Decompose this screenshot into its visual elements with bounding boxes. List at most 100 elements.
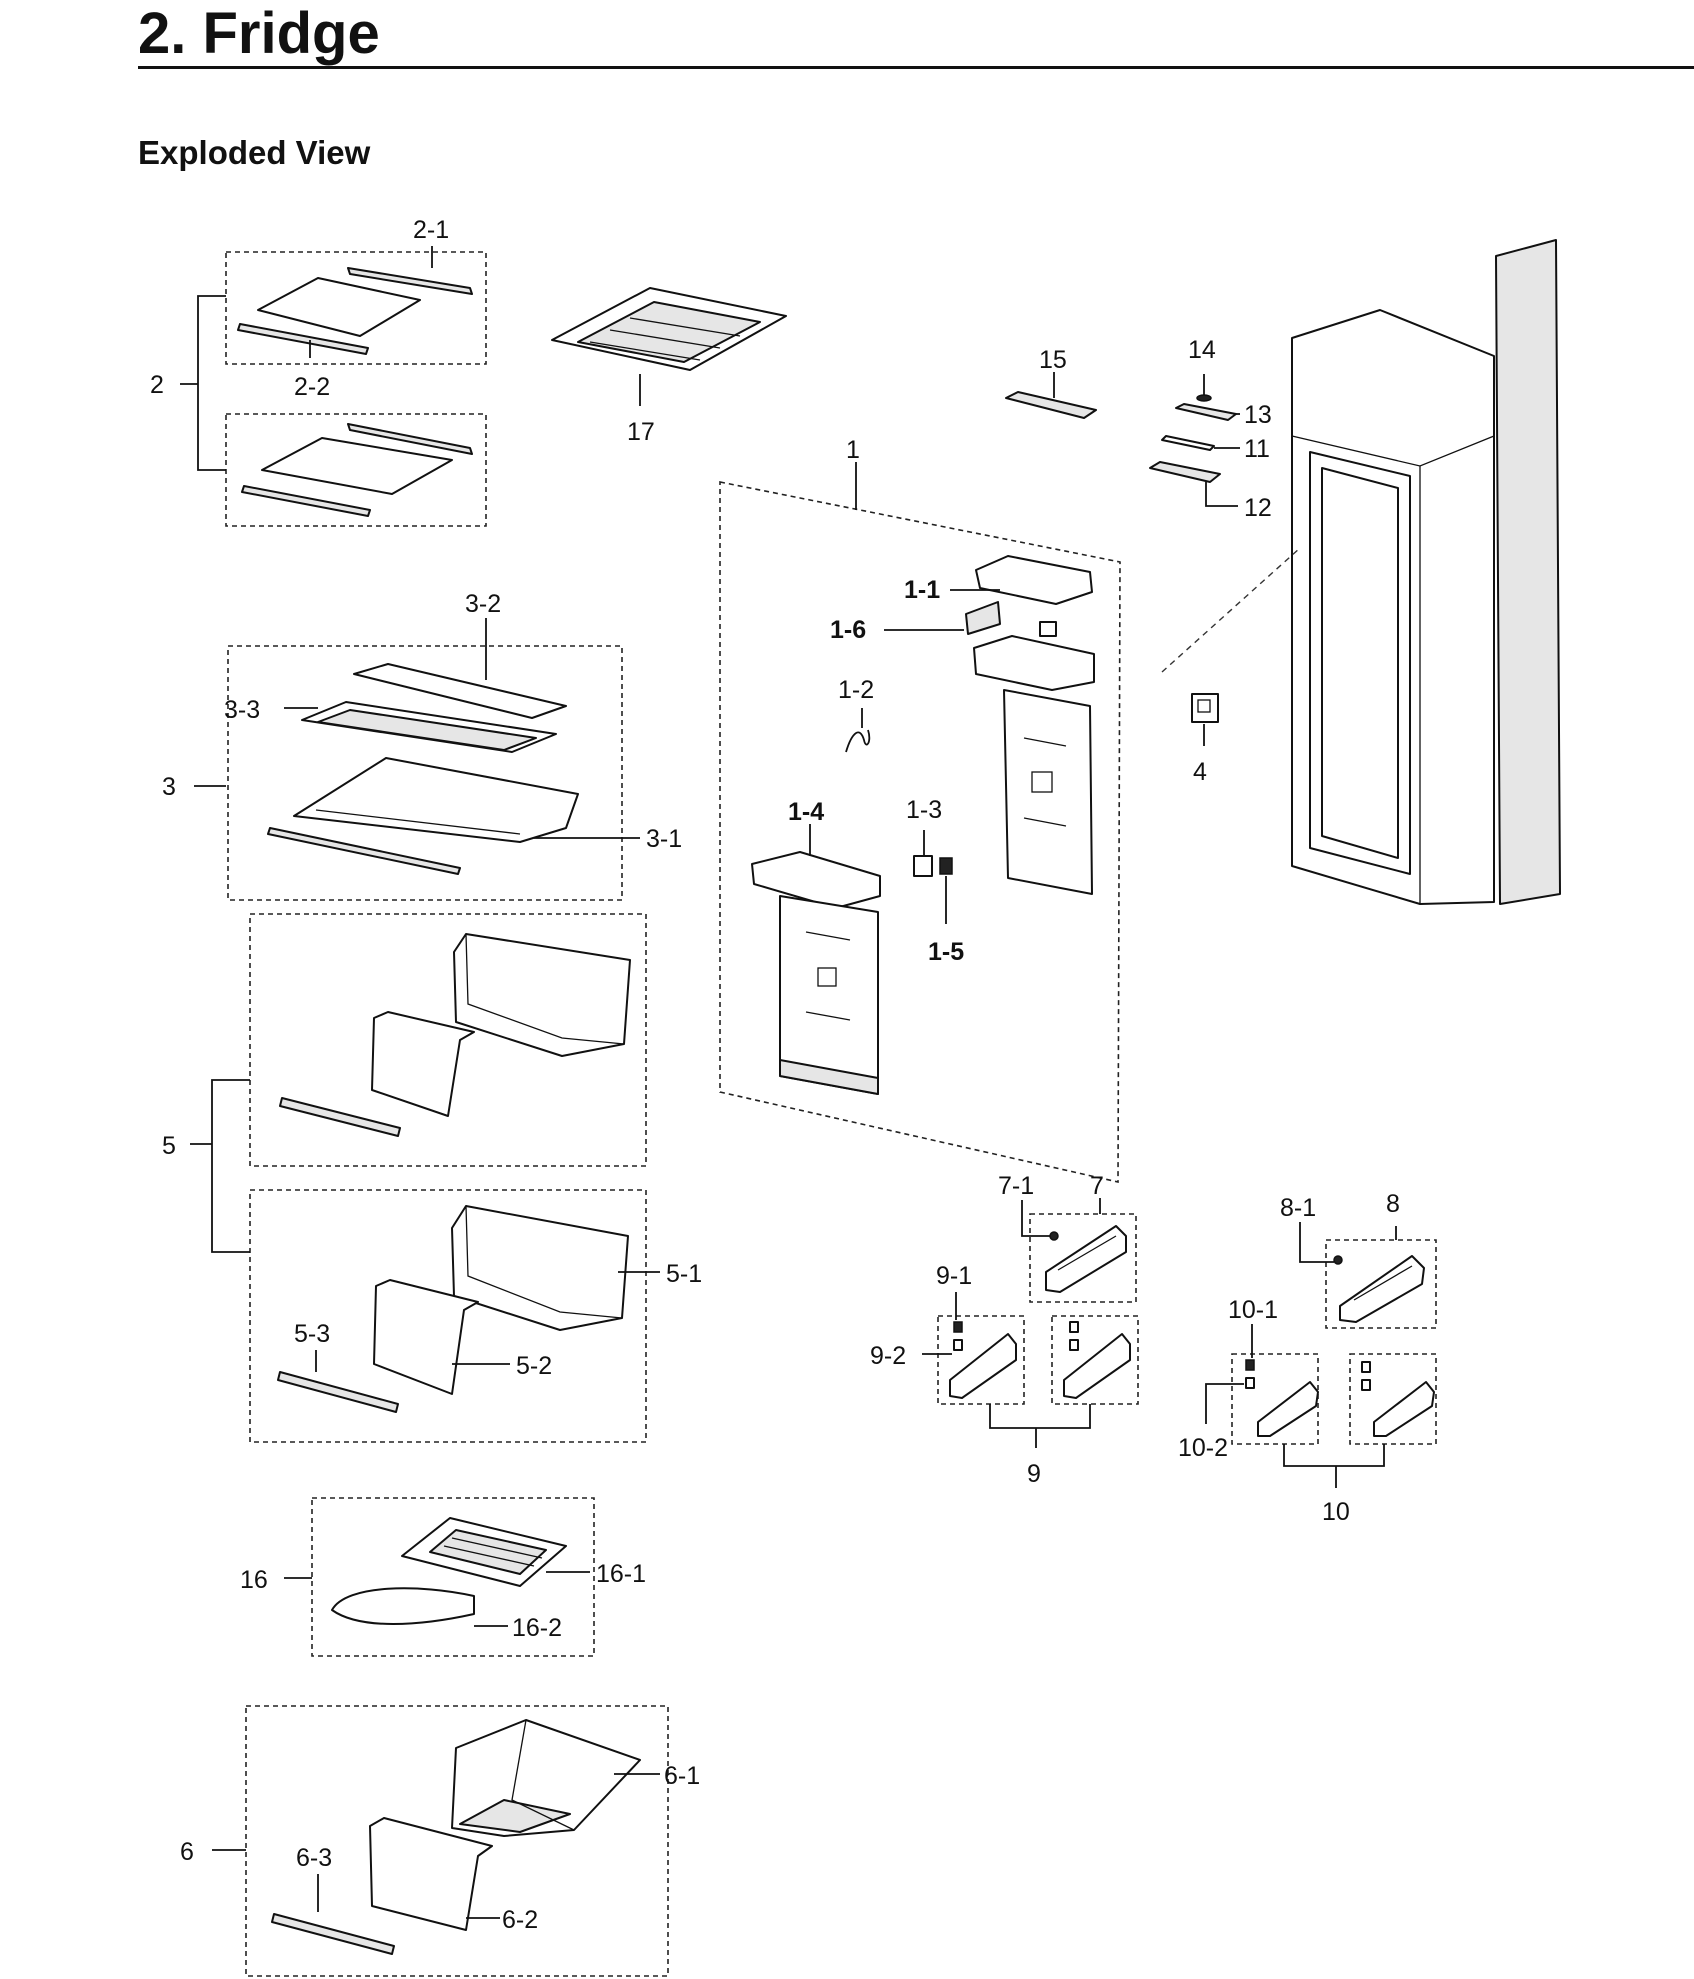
label-16-2: 16-2 [512, 1614, 562, 1642]
part-7-1 [1049, 1231, 1059, 1241]
dispenser-housing [973, 635, 1095, 691]
part-1-1-clip [1039, 621, 1057, 637]
label-8-1: 8-1 [1280, 1194, 1316, 1222]
guard-9-box-right [1051, 1315, 1139, 1405]
glass-shelf-lower [261, 437, 453, 495]
label-5-3: 5-3 [294, 1320, 330, 1348]
label-6-2: 6-2 [502, 1906, 538, 1934]
part-1-6 [965, 601, 1001, 635]
guard-10-left [1257, 1381, 1319, 1437]
drawer-upper-bin [453, 933, 631, 1057]
label-7: 7 [1090, 1172, 1104, 1200]
part-15 [1005, 391, 1097, 419]
guard-9-left [949, 1333, 1017, 1399]
label-6-3: 6-3 [296, 1844, 332, 1872]
drawer-5-box-lower [249, 1189, 647, 1443]
part-9-1 [953, 1321, 963, 1333]
guard-group-8-10: 8-1 8 10-1 10-2 10 [1178, 1190, 1437, 1526]
label-11: 11 [1244, 435, 1270, 463]
drawer-5-box-upper [249, 913, 647, 1167]
label-10-1: 10-1 [1228, 1296, 1278, 1324]
assembly-6-box [245, 1705, 669, 1977]
part-4-sensor [1191, 693, 1219, 723]
label-1-1: 1-1 [904, 576, 940, 604]
label-10-2: 10-2 [1178, 1434, 1228, 1462]
label-8: 8 [1386, 1190, 1400, 1218]
label-16: 16 [240, 1566, 268, 1594]
label-9-2: 9-2 [870, 1342, 906, 1370]
label-9-1: 9-1 [936, 1262, 972, 1290]
guard-group-7-9: 7-1 7 9-1 9-2 9 [870, 1172, 1139, 1488]
cover-assembly-1: 1 1-1 1-6 1-2 1-3 1-5 1-4 [719, 436, 1121, 1184]
guard-10-right [1373, 1381, 1435, 1437]
part-1-5 [939, 857, 953, 875]
assembly-16-box [311, 1497, 595, 1657]
drawer-group-6: 6-1 6-2 6-3 6 [180, 1705, 700, 1977]
part-10-1 [1245, 1359, 1255, 1371]
label-7-1: 7-1 [998, 1172, 1034, 1200]
part-10-2 [1245, 1377, 1255, 1389]
guard-7-box [1029, 1213, 1137, 1303]
label-16-1: 16-1 [596, 1560, 646, 1588]
cabinet-inner [1321, 467, 1399, 859]
part-13 [1175, 403, 1237, 421]
part-5-3-trim [277, 1371, 399, 1413]
fridge-door [1495, 239, 1561, 905]
drawer-lower-bin [451, 1205, 629, 1331]
shelf-front-trim-2-2 [237, 323, 369, 355]
part-6-3-trim [271, 1913, 395, 1955]
guard-9-right [1063, 1333, 1131, 1399]
guard-9-box-left [937, 1315, 1025, 1405]
label-5: 5 [162, 1132, 176, 1160]
small-parts-top: 15 14 13 11 12 [1005, 336, 1272, 522]
label-6: 6 [180, 1838, 194, 1866]
label-3: 3 [162, 773, 176, 801]
label-3-1: 3-1 [646, 825, 682, 853]
label-1-6: 1-6 [830, 616, 866, 644]
fridge-cabinet [1161, 239, 1561, 905]
shelf-rear-trim-2-1 [347, 267, 473, 295]
part-1-1-bracket [975, 555, 1093, 605]
label-6-1: 6-1 [664, 1762, 700, 1790]
part-1-3 [913, 855, 933, 877]
part-14-screw [1196, 394, 1212, 402]
guard-8-box [1325, 1239, 1437, 1329]
part-9-2 [953, 1339, 963, 1351]
label-2-1: 2-1 [413, 216, 449, 244]
guard-8 [1339, 1255, 1425, 1323]
title-rule [138, 66, 1694, 69]
part-8-1 [1333, 1255, 1343, 1265]
part-3-2-frame [353, 663, 567, 719]
part-5-2-front [373, 1279, 479, 1395]
label-1-3: 1-3 [906, 796, 942, 824]
label-15: 15 [1039, 346, 1067, 374]
label-2-2: 2-2 [294, 373, 330, 401]
guard-10-box-right [1349, 1353, 1437, 1445]
drawer-group-5: 5 5-1 5-2 5-3 [162, 913, 702, 1443]
label-10: 10 [1322, 1498, 1350, 1526]
part-1-2-wire [845, 729, 871, 753]
label-3-2: 3-2 [465, 590, 501, 618]
part-11 [1161, 435, 1215, 451]
assembly-1-box [719, 481, 1121, 1184]
page-title: 2. Fridge [138, 1, 380, 66]
label-3-3: 3-3 [224, 696, 260, 724]
label-1-5: 1-5 [928, 938, 964, 966]
label-1-2: 1-2 [838, 676, 874, 704]
label-1: 1 [846, 436, 860, 464]
label-12: 12 [1244, 494, 1272, 522]
label-9: 9 [1027, 1460, 1041, 1488]
part-6-2-front [369, 1817, 493, 1931]
section-title: Exploded View [138, 134, 371, 171]
shelf-group-2: 2-1 2-2 2 [150, 216, 487, 527]
part-3-1-base [293, 757, 579, 843]
label-14: 14 [1188, 336, 1216, 364]
label-17: 17 [627, 418, 655, 446]
part-4: 4 [1191, 693, 1219, 786]
label-1-4: 1-4 [788, 798, 824, 826]
drawer-upper-front [371, 1011, 475, 1117]
label-4: 4 [1193, 758, 1207, 786]
shelf-2-box-upper [225, 251, 487, 365]
label-2: 2 [150, 371, 164, 399]
